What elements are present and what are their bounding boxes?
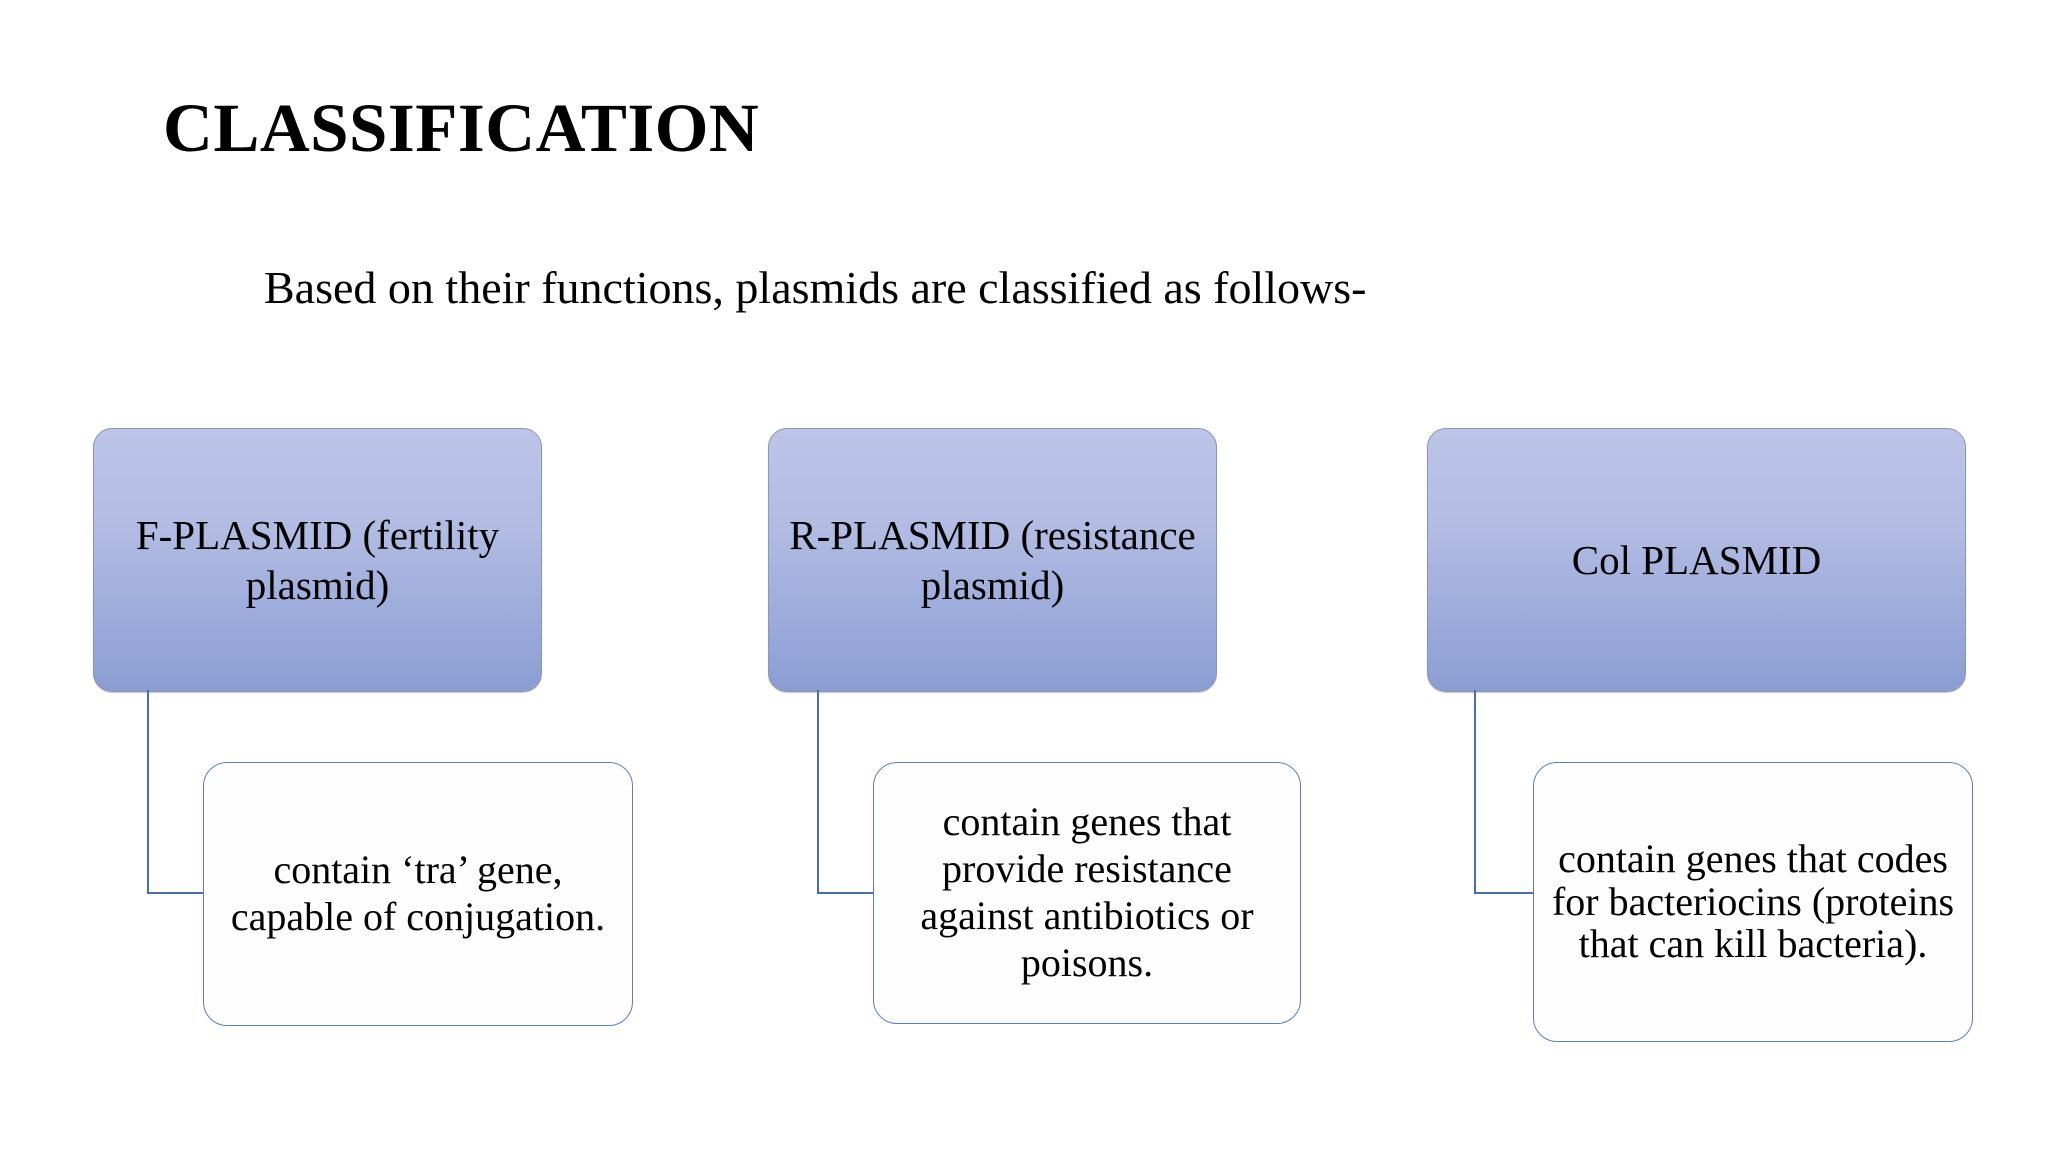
connector-horizontal-segment [1474, 892, 1539, 894]
connector-elbow-2 [817, 690, 879, 894]
category-label: Col PLASMID [1571, 536, 1822, 583]
description-box-col-plasmid: contain genes that codes for bacteriocin… [1533, 762, 1973, 1042]
slide-subtitle: Based on their functions, plasmids are c… [264, 262, 1367, 313]
connector-vertical-segment [1474, 690, 1476, 894]
description-text: contain genes that codes for bacteriocin… [1551, 835, 1955, 967]
connector-vertical-segment [147, 690, 149, 894]
connector-horizontal-segment [817, 892, 879, 894]
category-box-f-plasmid: F-PLASMID (fertility plasmid) [93, 428, 542, 692]
description-box-f-plasmid: contain ‘tra’ gene, capable of conjugati… [203, 762, 633, 1026]
description-box-r-plasmid: contain genes that provide resistance ag… [873, 762, 1301, 1024]
category-box-col-plasmid: Col PLASMID [1427, 428, 1966, 692]
category-box-r-plasmid: R-PLASMID (resistance plasmid) [768, 428, 1217, 692]
category-label: R-PLASMID (resistance plasmid) [789, 511, 1196, 608]
connector-vertical-segment [817, 690, 819, 894]
connector-elbow-1 [147, 690, 209, 894]
page-title: CLASSIFICATION [163, 90, 760, 166]
description-text: contain ‘tra’ gene, capable of conjugati… [230, 847, 606, 939]
connector-horizontal-segment [147, 892, 209, 894]
description-text: contain genes that provide resistance ag… [920, 799, 1254, 985]
category-label: F-PLASMID (fertility plasmid) [135, 511, 500, 608]
connector-elbow-3 [1474, 690, 1539, 894]
